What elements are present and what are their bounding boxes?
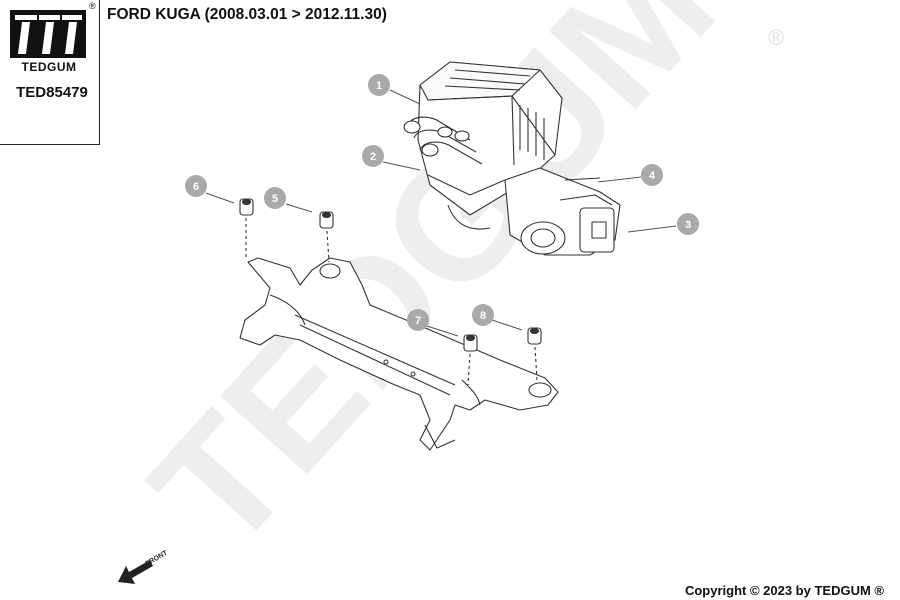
part-number: TED85479	[16, 84, 88, 101]
brand-name: TEDGUM	[21, 60, 77, 74]
callout-1: 1	[368, 74, 390, 96]
bushing-6	[239, 198, 254, 260]
callout-2-label: 2	[370, 151, 376, 163]
callout-7: 7	[407, 309, 429, 331]
tedgum-logo-icon	[10, 10, 86, 58]
callout-5: 5	[264, 187, 286, 209]
callout-8-label: 8	[480, 310, 486, 322]
callout-7-label: 7	[415, 315, 421, 327]
copyright-text: Copyright © 2023 by TEDGUM ®	[684, 583, 884, 598]
callout-4: 4	[641, 164, 663, 186]
callout-1-label: 1	[376, 80, 382, 92]
callout-4-label: 4	[649, 170, 656, 182]
callout-3-label: 3	[685, 219, 691, 231]
subframe-illustration	[239, 257, 559, 451]
bushing-7	[463, 334, 478, 386]
callout-3: 3	[677, 213, 699, 235]
logo-registered-mark: ®	[89, 1, 96, 11]
bushing-8	[527, 327, 542, 381]
logo-box: ® TEDGUM TED85479	[0, 0, 100, 145]
bushing-5	[319, 211, 334, 263]
vehicle-title: FORD KUGA (2008.03.01 > 2012.11.30)	[107, 6, 387, 23]
front-label: FRONT	[145, 549, 170, 567]
callout-6: 6	[185, 175, 207, 197]
front-arrow-icon: FRONT	[118, 549, 170, 584]
callout-2: 2	[362, 145, 384, 167]
callout-5-label: 5	[272, 193, 278, 205]
callout-8: 8	[472, 304, 494, 326]
engine-illustration	[403, 61, 621, 256]
watermark-registered: ®	[768, 25, 784, 50]
callout-6-label: 6	[193, 181, 199, 193]
